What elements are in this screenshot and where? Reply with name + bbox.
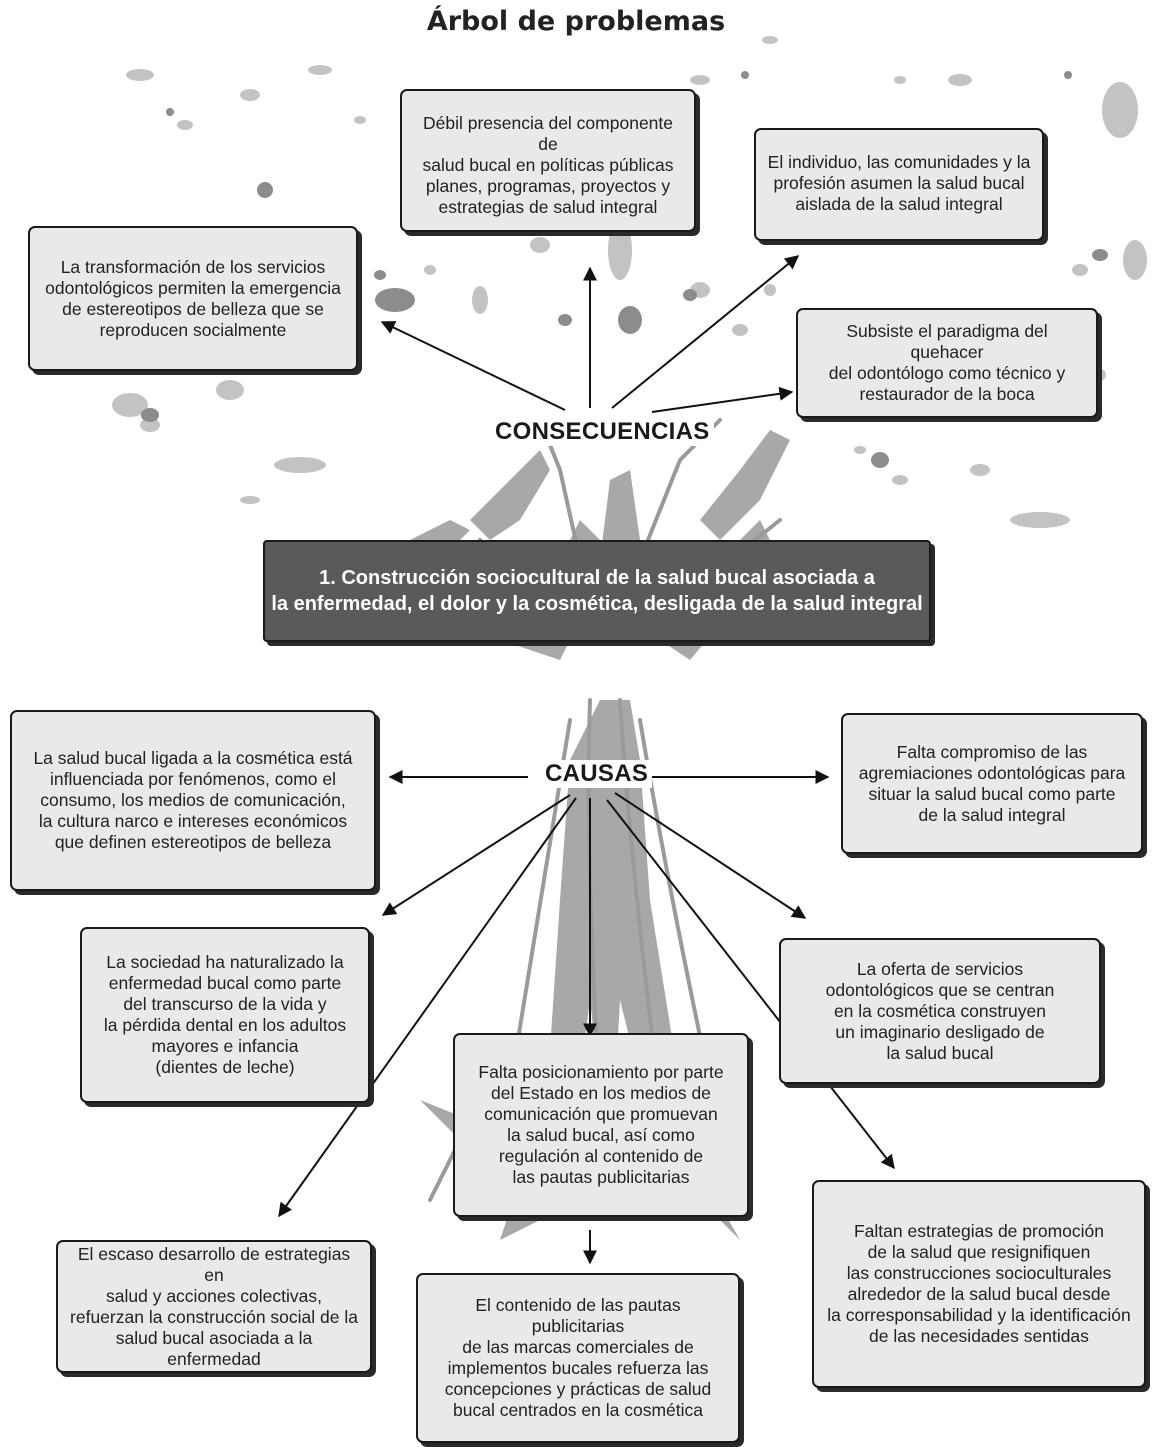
causes-label: CAUSAS (541, 760, 653, 788)
consequences-label: CONSECUENCIAS (491, 418, 714, 446)
arrow-to-estereotipos (380, 321, 566, 411)
cause-pautas-box: El contenido de las pautas publicitarias… (416, 1273, 740, 1443)
cause-escaso-box: El escaso desarrollo de estrategias en s… (56, 1240, 372, 1373)
consequence-politicas-box: Débil presencia del componente de salud … (400, 89, 696, 232)
cause-cosmetica-box: La salud bucal ligada a la cosmética est… (10, 710, 376, 891)
consequence-individuo-box: El individuo, las comunidades y la profe… (754, 128, 1044, 241)
arrow-to-paradigma (651, 386, 794, 413)
consequence-paradigma-box: Subsiste el paradigma del quehacer del o… (796, 308, 1098, 418)
core-problem-box: 1. Construcción sociocultural de la salu… (263, 540, 931, 642)
cause-promocion-box: Faltan estrategias de promoción de la sa… (812, 1180, 1146, 1388)
arrow-to-promocion (606, 799, 895, 1170)
cause-estado-box: Falta posicionamiento por parte del Esta… (453, 1033, 749, 1217)
arrow-to-sociedad (381, 794, 571, 916)
arrow-to-individuo (611, 255, 800, 409)
page-title: Árbol de problemas (426, 6, 726, 37)
cause-agremiaciones-box: Falta compromiso de las agremiaciones od… (841, 713, 1143, 854)
consequence-estereotipos-box: La transformación de los servicios odont… (28, 226, 358, 371)
arrow-to-oferta (614, 792, 807, 919)
cause-oferta-box: La oferta de servicios odontológicos que… (779, 938, 1101, 1084)
cause-sociedad-box: La sociedad ha naturalizado la enfermeda… (80, 927, 370, 1103)
arrow-to-escaso (278, 797, 577, 1218)
